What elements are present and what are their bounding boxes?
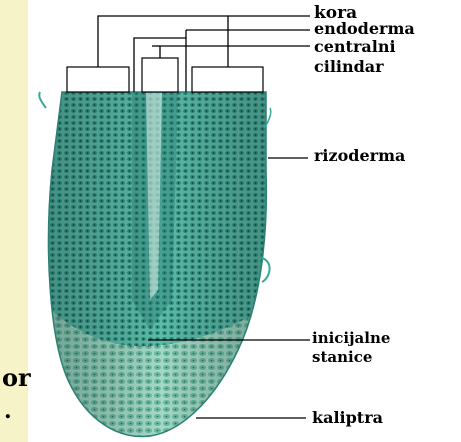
kora-box-left bbox=[67, 67, 129, 92]
layer-boxes bbox=[67, 58, 263, 92]
label-centralni: centralni bbox=[314, 39, 396, 55]
cylinder-box bbox=[142, 58, 178, 92]
label-kaliptra: kaliptra bbox=[312, 410, 383, 426]
label-cilindar: cilindar bbox=[314, 59, 384, 75]
label-endoderma: endoderma bbox=[314, 21, 415, 37]
edge-text-fragment: or bbox=[2, 366, 31, 390]
edge-text-dot: . bbox=[4, 400, 12, 422]
root-tissue bbox=[40, 90, 280, 440]
kora-box-right bbox=[192, 67, 263, 92]
label-rizoderma: rizoderma bbox=[314, 148, 405, 164]
label-stanice: stanice bbox=[312, 350, 372, 365]
label-inicijalne: inicijalne bbox=[312, 331, 390, 346]
